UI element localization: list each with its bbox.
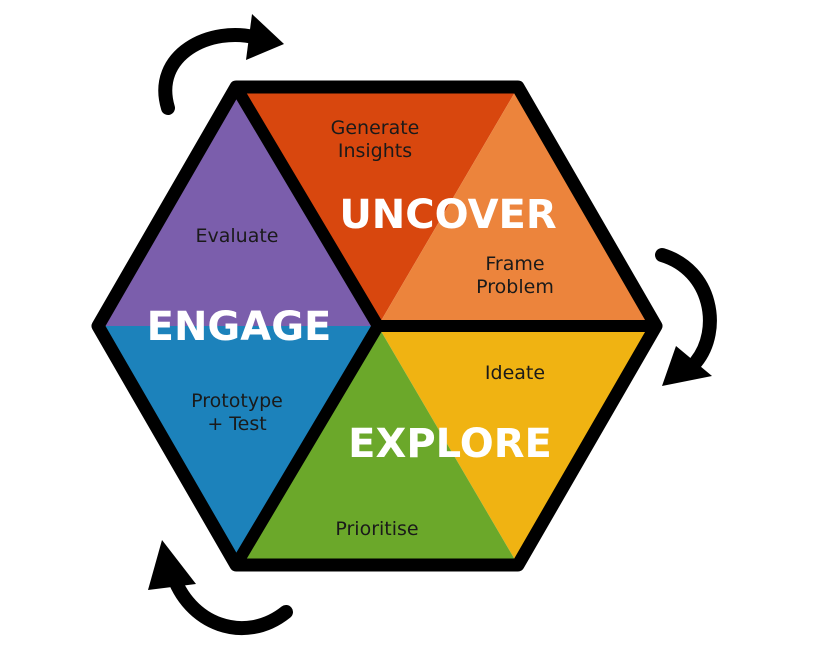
curved-arrow-icon — [148, 540, 293, 635]
step-prioritise-label: Prioritise — [335, 518, 418, 540]
segment-generate-insights — [236, 87, 518, 326]
divider-uncover-engage — [230, 81, 384, 332]
divider-explore-engage — [230, 320, 384, 571]
step-prototype-label: Prototype — [191, 390, 283, 412]
step-generate-label: Generate — [331, 117, 420, 139]
segment-evaluate — [98, 87, 378, 326]
step-insights-line2: Insights — [338, 140, 412, 162]
curved-arrow-icon — [655, 248, 717, 386]
segment-ideate — [378, 326, 656, 565]
hexagon-outline — [91, 80, 663, 572]
step-generate-line1: Generate — [331, 117, 420, 139]
segment-prototype-test — [98, 326, 378, 565]
step-ideate-label: Ideate — [485, 362, 545, 384]
phase-title-explore: EXPLORE — [348, 421, 552, 467]
step-insights-label: Insights — [338, 140, 412, 162]
phase-title-engage: ENGAGE — [147, 304, 332, 350]
segment-frame-problem — [378, 87, 656, 326]
step-problem-label: Problem — [476, 276, 554, 298]
step-evaluate-label: Evaluate — [196, 225, 279, 247]
segment-prioritise — [236, 326, 518, 565]
phase-title-uncover: UNCOVER — [339, 192, 556, 238]
step-test-label: + Test — [207, 413, 266, 435]
step-frame-label: Frame — [485, 253, 544, 275]
curved-arrow-icon — [158, 14, 284, 115]
